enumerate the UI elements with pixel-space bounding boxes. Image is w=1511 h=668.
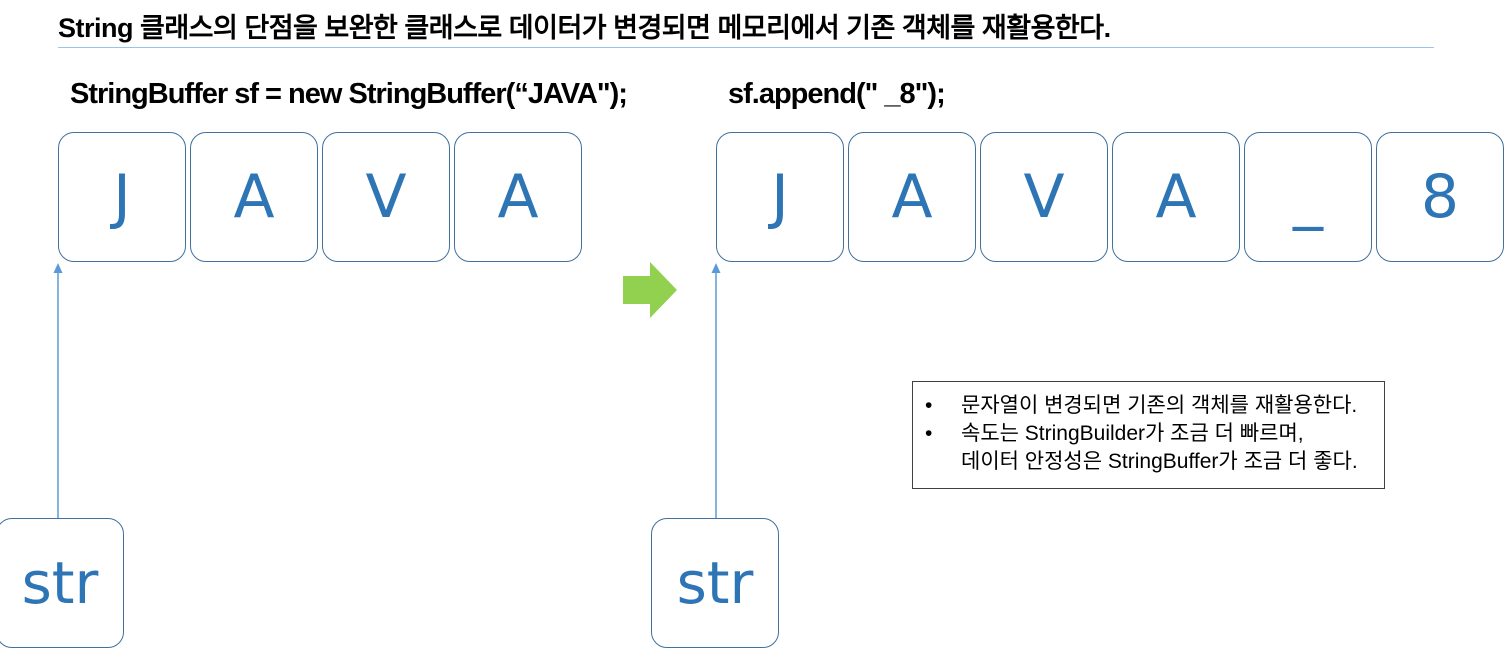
title-divider — [58, 47, 1434, 48]
right-cell-0: J — [716, 132, 844, 262]
left-cell-3: A — [454, 132, 582, 262]
note-item-2: • 속도는 StringBuilder가 조금 더 빠르며, 데이터 안정성은 … — [913, 420, 1384, 476]
transition-arrow-icon — [623, 262, 677, 318]
left-str-variable-box: str — [0, 518, 124, 648]
right-reference-arrow — [711, 263, 721, 518]
note-box: • 문자열이 변경되면 기존의 객체를 재활용한다. • 속도는 StringB… — [912, 381, 1385, 489]
left-code-line: StringBuffer sf = new StringBuffer(“JAVA… — [70, 78, 628, 110]
right-code-line: sf.append(" _8"); — [728, 78, 946, 110]
note-line: 속도는 StringBuilder가 조금 더 빠르며, — [961, 422, 1304, 445]
right-str-variable-box: str — [651, 518, 779, 648]
left-cell-2: V — [322, 132, 450, 262]
right-cell-2: V — [980, 132, 1108, 262]
left-reference-arrow — [53, 263, 63, 518]
left-cell-1: A — [190, 132, 318, 262]
bullet-icon: • — [925, 422, 933, 445]
right-cell-3: A — [1112, 132, 1240, 262]
note-line: 데이터 안정성은 StringBuffer가 조금 더 좋다. — [961, 450, 1358, 473]
note-item-1: • 문자열이 변경되면 기존의 객체를 재활용한다. — [913, 392, 1384, 420]
right-cell-4: _ — [1244, 132, 1372, 262]
left-cell-0: J — [58, 132, 186, 262]
right-cell-5: 8 — [1376, 132, 1504, 262]
bullet-icon: • — [925, 394, 933, 417]
slide-title: String 클래스의 단점을 보완한 클래스로 데이터가 변경되면 메모리에서… — [58, 13, 1111, 43]
right-cell-1: A — [848, 132, 976, 262]
note-line: 문자열이 변경되면 기존의 객체를 재활용한다. — [961, 394, 1358, 417]
